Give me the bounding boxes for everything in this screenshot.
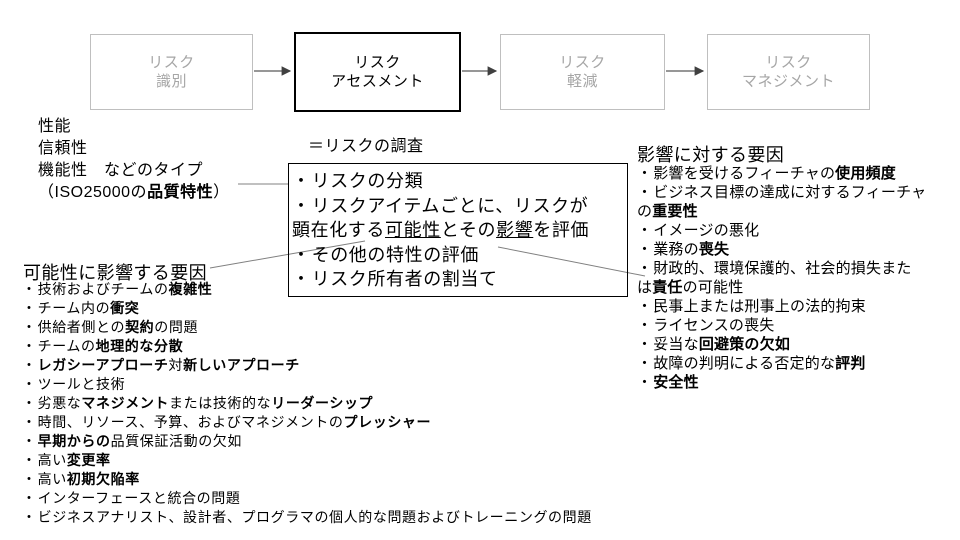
list-item: ・劣悪なマネジメントまたは技術的なリーダーシップ: [22, 395, 374, 411]
bullet-icon: ・: [22, 414, 37, 430]
list-item: ・チームの地理的な分散: [22, 338, 184, 354]
list-item: ・故障の判明による否定的な評判: [637, 355, 866, 372]
list-item: ・高い初期欠陥率: [22, 471, 140, 487]
list-item: ・インターフェースと統合の問題: [22, 490, 241, 506]
flow-box-label: 軽減: [566, 73, 598, 90]
list-item: ・技術およびチームの複雑性: [22, 281, 213, 297]
list-item: ・影響を受けるフィーチャの使用頻度: [637, 165, 896, 182]
list-item: 信頼性: [38, 140, 88, 157]
list-item: ・チーム内の衝突: [22, 300, 140, 316]
flow-box-risk-mitigation: リスク 軽減: [500, 34, 665, 110]
likelihood-factors-title: 可能性に影響する要因: [23, 263, 207, 283]
list-item: ・時間、リソース、予算、およびマネジメントのプレッシャー: [22, 414, 432, 430]
bullet-icon: ・: [22, 452, 37, 468]
flow-box-label: リスク: [148, 54, 195, 71]
list-item: ・リスクの分類: [292, 171, 424, 191]
list-item: ・イメージの悪化: [637, 222, 760, 239]
list-item: ・安全性: [637, 374, 699, 391]
likelihood-factors-list: ・技術およびチームの複雑性・チーム内の衝突・供給者側との契約の問題・チームの地理…: [22, 280, 592, 527]
flow-box-label: リスク: [354, 54, 401, 71]
flow-box-label: 識別: [155, 73, 187, 90]
annotation-quality-types: 性能信頼性機能性 などのタイプ （ISO25000の品質特性）: [38, 116, 230, 204]
flow-box-label: マネジメント: [741, 73, 835, 90]
bullet-icon: ・: [22, 433, 37, 449]
bullet-icon: ・: [637, 355, 653, 372]
bullet-icon: ・: [22, 490, 37, 506]
bullet-icon: ・: [22, 300, 37, 316]
bullet-icon: ・: [22, 357, 37, 373]
bullet-icon: ・: [292, 269, 311, 289]
bullet-icon: ・: [637, 222, 653, 239]
assessment-activities-box: ・リスクの分類・リスクアイテムごとに、リスクが顕在化する可能性とその影響を評価・…: [288, 163, 628, 297]
list-item: ・供給者側との契約の問題: [22, 319, 199, 335]
bullet-icon: ・: [22, 376, 37, 392]
flow-box-label: リスク: [559, 54, 606, 71]
list-item: ・業務の喪失: [637, 241, 730, 258]
list-item: 性能: [38, 118, 72, 135]
flow-box-risk-management: リスク マネジメント: [707, 34, 870, 110]
list-item: ・ビジネス目標の達成に対するフィーチャの重要性: [637, 184, 927, 220]
flow-box-risk-assessment: リスク アセスメント: [294, 32, 461, 112]
list-item: ・財政的、環境保護的、社会的損失または責任の可能性: [637, 260, 912, 296]
bullet-icon: ・: [637, 298, 653, 315]
bullet-icon: ・: [637, 374, 653, 391]
list-item: ・ツールと技術: [22, 376, 126, 392]
list-item: ・その他の特性の評価: [292, 244, 480, 265]
connector-line-impact: [497, 246, 646, 277]
bullet-icon: ・: [292, 171, 311, 191]
list-item: ・レガシーアプローチ対新しいアプローチ: [22, 357, 300, 373]
bullet-icon: ・: [22, 281, 37, 297]
list-item: ・早期からの品質保証活動の欠如: [22, 433, 243, 449]
bullet-icon: ・: [22, 395, 37, 411]
list-item: ・ビジネスアナリスト、設計者、プログラマの個人的な問題およびトレーニングの問題: [22, 509, 592, 525]
connector-line-likelihood: [209, 240, 366, 269]
list-item: ・高い変更率: [22, 452, 111, 468]
bullet-icon: ・: [637, 241, 653, 258]
bullet-icon: ・: [22, 319, 37, 335]
list-item: ・妥当な回避策の欠如: [637, 336, 791, 353]
bullet-icon: ・: [637, 317, 653, 334]
impact-factors-list: ・影響を受けるフィーチャの使用頻度・ビジネス目標の達成に対するフィーチャの重要性…: [637, 164, 926, 392]
list-item: ・ライセンスの喪失: [637, 317, 775, 334]
bullet-icon: ・: [22, 471, 37, 487]
bullet-icon: ・: [292, 244, 311, 265]
bullet-icon: ・: [637, 336, 653, 353]
bullet-icon: ・: [22, 509, 37, 525]
impact-factors-title: 影響に対する要因: [637, 145, 785, 165]
list-item: （ISO25000の品質特性）: [38, 184, 230, 201]
flow-box-risk-identification: リスク 識別: [90, 34, 253, 110]
bullet-icon: ・: [292, 195, 311, 216]
bullet-icon: ・: [22, 338, 37, 354]
flow-box-label: リスク: [765, 54, 812, 71]
bullet-icon: ・: [637, 165, 653, 182]
list-item: ・リスクアイテムごとに、リスクが顕在化する可能性とその影響を評価: [292, 195, 590, 241]
list-item: ・リスク所有者の割当て: [292, 269, 498, 289]
flow-box-label: アセスメント: [331, 73, 424, 90]
assessment-definition-label: ＝リスクの調査: [308, 138, 424, 155]
list-item: ・民事上または刑事上の法的拘束: [637, 298, 867, 315]
bullet-icon: ・: [637, 260, 653, 277]
bullet-icon: ・: [637, 184, 653, 201]
list-item: 機能性 などのタイプ: [38, 162, 204, 179]
